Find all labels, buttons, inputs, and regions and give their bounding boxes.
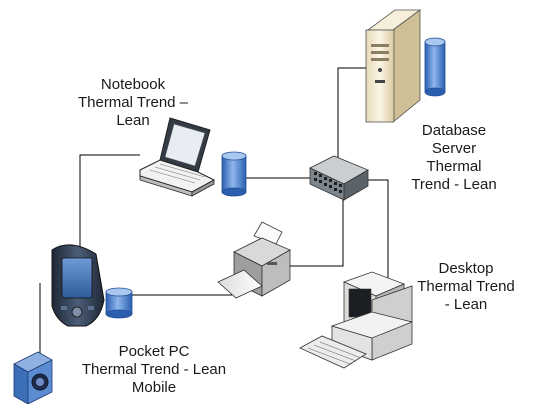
notebook-label: Notebook Thermal Trend – Lean (58, 76, 208, 130)
notebook-icon (139, 117, 216, 197)
line-notebook-to-pda (79, 154, 140, 250)
notebook-label-line-1: Notebook (100, 76, 166, 93)
desktop-computer-icon (299, 271, 414, 369)
pocket-pc-database-icon (105, 287, 133, 319)
camera-icon (13, 351, 53, 405)
database-server-label-line-3: Thermal (426, 158, 482, 175)
pocket-pc-label-line-2: Thermal Trend - Lean (81, 361, 227, 378)
pocket-pc-label-line-3: Mobile (131, 379, 177, 396)
database-server-label: Database Server Thermal Trend - Lean (398, 122, 510, 194)
notebook-label-line-3: Lean (116, 112, 150, 129)
database-server-label-line-4: Trend - Lean (411, 176, 497, 193)
database-server-label-line-2: Server (431, 140, 477, 157)
pocket-pc-label-line-1: Pocket PC (118, 343, 190, 360)
desktop-label: Desktop Thermal Trend - Lean (406, 260, 526, 314)
pocket-pc-label: Pocket PC Thermal Trend - Lean Mobile (66, 343, 242, 397)
database-server-cylinder-icon (424, 37, 446, 97)
notebook-label-line-2: Thermal Trend – (77, 94, 189, 111)
connection-lines (39, 67, 389, 360)
printer-icon (217, 221, 291, 299)
desktop-label-line-3: - Lean (444, 296, 488, 313)
desktop-label-line-2: Thermal Trend (417, 278, 515, 295)
line-hub-to-desktop (366, 179, 389, 285)
database-server-label-line-1: Database (421, 122, 487, 139)
notebook-database-icon (221, 151, 247, 197)
pocket-pc-icon (51, 244, 105, 327)
line-hub-to-printer (290, 198, 344, 267)
line-hub-to-server (337, 67, 368, 167)
database-server-icon (365, 9, 422, 123)
network-hub-icon (309, 155, 369, 201)
desktop-label-line-1: Desktop (438, 260, 494, 277)
